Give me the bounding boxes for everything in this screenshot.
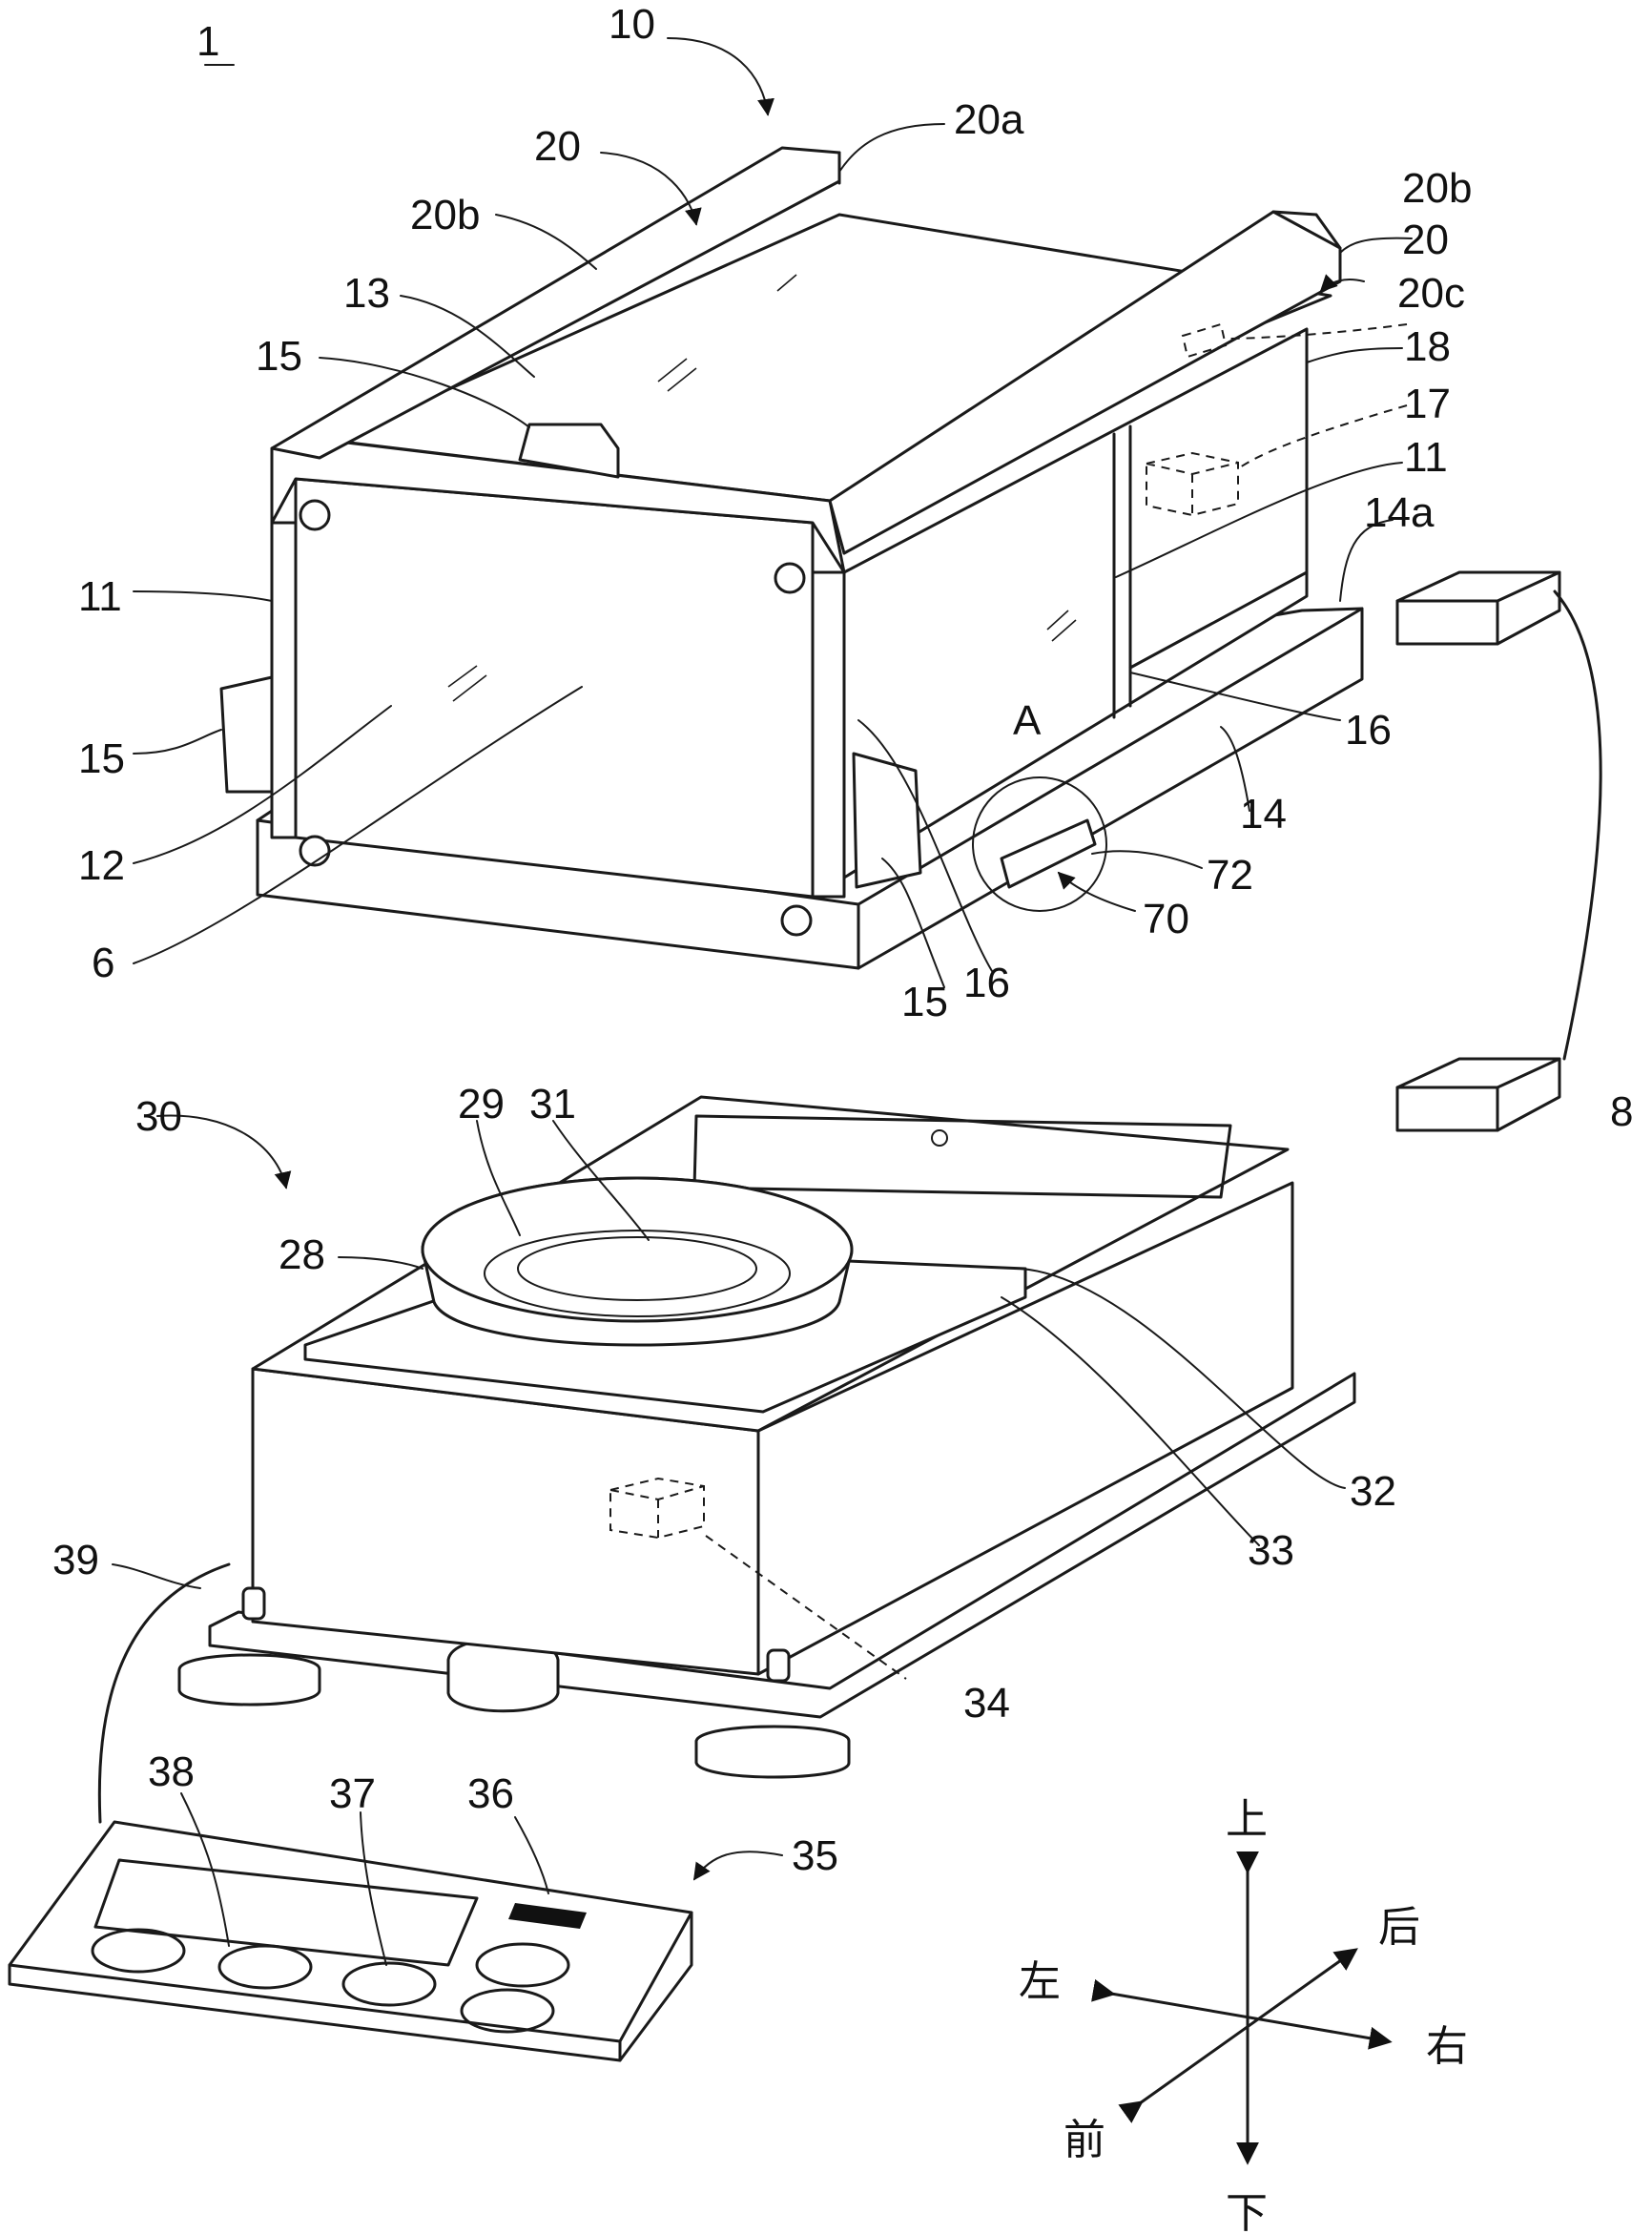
leader-lines [112, 37, 1413, 1966]
label-20-right: 20 [1402, 217, 1449, 263]
label-33: 33 [1248, 1527, 1294, 1574]
label-10: 10 [609, 1, 655, 48]
label-6: 6 [92, 940, 114, 986]
label-28: 28 [279, 1231, 325, 1278]
label-11-left: 11 [78, 573, 122, 620]
label-15-top: 15 [256, 333, 302, 380]
label-70: 70 [1143, 896, 1189, 942]
label-35: 35 [792, 1832, 838, 1879]
label-34: 34 [963, 1680, 1010, 1727]
label-16-bottom: 16 [963, 960, 1010, 1006]
label-36: 36 [467, 1770, 514, 1817]
direction-indicator [1091, 1851, 1393, 2165]
label-15-left: 15 [78, 735, 125, 782]
cable-assembly [1395, 570, 1602, 1132]
label-39: 39 [52, 1537, 99, 1583]
direction-front-label: 前 [1063, 2116, 1105, 2164]
label-15-bottom: 15 [901, 979, 948, 1025]
label-16-right: 16 [1345, 707, 1392, 754]
reference-labels: 1 10 20 20a 20b 20b 20 20c 13 15 18 17 1… [52, 1, 1633, 1879]
label-13: 13 [343, 270, 390, 317]
label-37: 37 [329, 1770, 376, 1817]
direction-left-label: 左 [1019, 1957, 1061, 2006]
label-11-right: 11 [1404, 434, 1448, 481]
direction-up-label: 上 [1226, 1795, 1268, 1844]
windshield-assembly [219, 146, 1364, 970]
balance-body [177, 1095, 1356, 1779]
label-30: 30 [135, 1093, 182, 1140]
label-8: 8 [1610, 1088, 1633, 1135]
figure-number: 1 [196, 18, 219, 65]
label-18: 18 [1404, 323, 1451, 370]
direction-down-label: 下 [1226, 2189, 1268, 2234]
direction-back-label: 后 [1378, 1903, 1420, 1952]
label-38: 38 [148, 1748, 195, 1795]
label-72: 72 [1207, 852, 1253, 899]
label-20c: 20c [1397, 270, 1465, 317]
label-20-left: 20 [534, 123, 581, 170]
label-12: 12 [78, 842, 125, 889]
label-20b-left: 20b [410, 192, 480, 238]
label-14a: 14a [1364, 489, 1435, 536]
label-17: 17 [1404, 381, 1451, 427]
direction-labels: 上 下 左 右 前 后 [1019, 1795, 1468, 2234]
label-A: A [1013, 697, 1042, 744]
label-29: 29 [458, 1081, 505, 1127]
label-20a: 20a [954, 96, 1024, 143]
label-31: 31 [529, 1081, 576, 1127]
display-unit [8, 1562, 693, 2062]
label-14: 14 [1240, 791, 1287, 838]
label-32: 32 [1350, 1468, 1396, 1515]
label-20b-right: 20b [1402, 165, 1472, 212]
direction-right-label: 右 [1426, 2022, 1468, 2071]
